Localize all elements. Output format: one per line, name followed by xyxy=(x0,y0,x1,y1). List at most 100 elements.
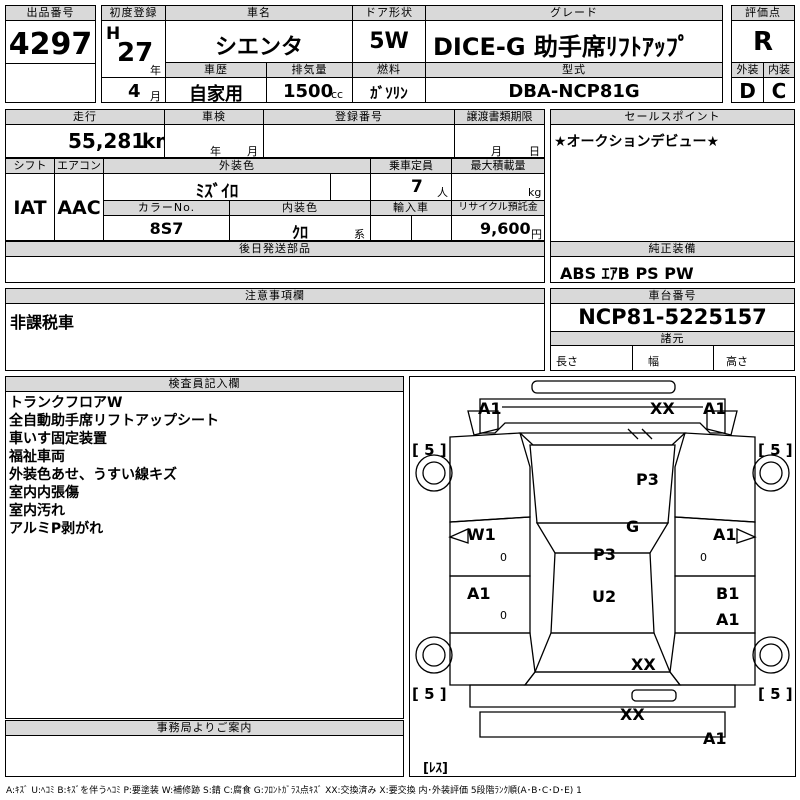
interior-cell: C xyxy=(763,77,795,103)
office-label: 事務局よりご案内 xyxy=(5,720,404,736)
damage-tag: W1 xyxy=(467,525,496,544)
first-reg-month: 4 xyxy=(128,81,141,102)
chassis-value: NCP81-5225157 xyxy=(578,305,767,329)
first-reg-year-cell: H 27 年 xyxy=(101,20,166,78)
equipment-cell: ABS ｴｱB PS PW xyxy=(550,256,795,283)
mileage-label: 走行 xyxy=(5,109,165,125)
spec-width: 幅 xyxy=(648,355,659,368)
damage-tag: A1 xyxy=(478,399,502,418)
car-name: シエンタ xyxy=(214,35,303,60)
legend: A:ｷｽﾞ U:ﾍｺﾐ B:ｷｽﾞを伴うﾍｺﾐ P:要塗装 W:補修跡 S:錆 … xyxy=(6,786,582,796)
score-cell: R xyxy=(731,20,795,63)
history-value: 自家用 xyxy=(189,84,243,105)
inspector-line: 車いす固定装置 xyxy=(9,431,107,447)
damage-tag: A1 xyxy=(703,729,727,748)
recycle-cell: 9,600 円 xyxy=(451,215,545,241)
damage-tag: A1 xyxy=(703,399,727,418)
int-color-label: 内装色 xyxy=(229,200,371,216)
max-load-label: 最大積載量 xyxy=(451,158,545,174)
damage-tag: XX xyxy=(620,705,645,724)
int-color-value: ｸﾛ xyxy=(291,223,308,242)
notes-label: 注意事項欄 xyxy=(5,288,545,304)
registration-cell xyxy=(263,124,455,158)
exterior-cell: D xyxy=(731,77,764,103)
lot-blank xyxy=(5,63,96,103)
inspector-line: 福祉車両 xyxy=(9,449,65,465)
car-name-cell: シエンタ xyxy=(165,20,353,63)
grade-label: グレード xyxy=(425,5,723,21)
ext-color-value: ﾐｽﾞｲﾛ xyxy=(195,182,239,202)
inspector-line: 室内汚れ xyxy=(9,503,65,519)
damage-tag: XX xyxy=(631,655,656,674)
ext-color-label: 外装色 xyxy=(103,158,371,174)
fuel-label: 燃料 xyxy=(352,62,426,78)
recycle-label: リサイクル預託金 xyxy=(451,200,545,216)
exterior-label: 外装 xyxy=(731,62,764,78)
car-name-label: 車名 xyxy=(165,5,353,21)
grade-value: DICE-G 助手席ﾘﾌﾄｱｯﾌﾟ xyxy=(433,33,690,61)
import-label: 輸入車 xyxy=(370,200,452,216)
interior-value: C xyxy=(771,79,787,103)
shift-cell: IAT xyxy=(5,173,55,241)
notes-cell: 非課税車 xyxy=(5,303,545,371)
first-reg-year: 27 xyxy=(117,38,154,68)
color-no-cell: 8S7 xyxy=(103,215,230,241)
inspector-cell: トランクフロアW 全自動助手席リフトアップシート 車いす固定装置 福祉車両 外装… xyxy=(5,391,404,719)
office-cell xyxy=(5,735,404,777)
zero-mark: 0 xyxy=(500,551,507,564)
door-cell: 5W xyxy=(352,20,426,63)
equipment-label: 純正装備 xyxy=(550,241,795,257)
transfer-cell: 月 日 xyxy=(454,124,545,158)
capacity-label: 乗車定員 xyxy=(370,158,452,174)
int-color-suffix: 系 xyxy=(354,228,365,241)
notes-value: 非課税車 xyxy=(10,313,75,332)
aircon-cell: AAC xyxy=(54,173,104,241)
sales-point-cell: ★オークションデビュー★ xyxy=(550,124,795,242)
capacity-value: 7 xyxy=(411,177,423,197)
tyre-front-right: [ 5 ] xyxy=(758,441,793,459)
aircon-label: エアコン xyxy=(54,158,104,174)
fuel-value: ｶﾞｿﾘﾝ xyxy=(370,84,408,102)
door-value: 5W xyxy=(369,29,409,54)
history-cell: 自家用 xyxy=(165,77,267,105)
tyre-rear-left: [ 5 ] xyxy=(412,685,447,703)
model-label: 型式 xyxy=(425,62,723,78)
recycle-unit: 円 xyxy=(531,228,542,241)
chassis-cell: NCP81-5225157 xyxy=(550,303,795,332)
model-value: DBA-NCP81G xyxy=(508,81,640,102)
capacity-unit: 人 xyxy=(437,186,448,199)
zero-mark: 0 xyxy=(500,609,507,622)
mileage-value: 55,281 xyxy=(68,129,146,153)
lot-number-cell: 4297 xyxy=(5,20,96,64)
month-unit: 月 xyxy=(150,90,161,103)
max-load-cell: kg xyxy=(451,173,545,201)
history-label: 車歴 xyxy=(165,62,267,78)
tyre-rear-right: [ 5 ] xyxy=(758,685,793,703)
int-color-cell: ｸﾛ 系 xyxy=(229,215,371,242)
model-cell: DBA-NCP81G xyxy=(425,77,723,103)
color-no-value: 8S7 xyxy=(149,219,184,238)
displacement-cell: 1500 cc xyxy=(266,77,353,103)
spec-height-cell: 高さ xyxy=(713,345,795,371)
ext-color-extra xyxy=(330,173,371,201)
transfer-month-unit: 月 xyxy=(491,145,502,158)
first-reg-month-cell: 4 月 xyxy=(101,77,166,103)
first-reg-era: H xyxy=(106,24,121,44)
inspector-line: トランクフロアW xyxy=(9,395,123,411)
inspector-label: 検査員記入欄 xyxy=(5,376,404,392)
damage-tag: P3 xyxy=(593,545,616,564)
lot-label: 出品番号 xyxy=(5,5,96,21)
car-outline xyxy=(415,380,790,738)
specs-label: 諸元 xyxy=(550,331,795,346)
damage-tag: P3 xyxy=(636,470,659,489)
score-label: 評価点 xyxy=(731,5,795,21)
inspector-line: アルミP剥がれ xyxy=(9,521,104,537)
inspection-year-unit: 年 xyxy=(210,145,221,158)
later-parts-label: 後日発送部品 xyxy=(5,241,545,257)
shift-value: IAT xyxy=(13,197,47,219)
door-label: ドア形状 xyxy=(352,5,426,21)
capacity-cell: 7 人 xyxy=(370,173,452,201)
recycle-value: 9,600 xyxy=(480,219,531,238)
spec-length: 長さ xyxy=(556,355,578,368)
mileage-cell: 55,281 km xyxy=(5,124,176,158)
